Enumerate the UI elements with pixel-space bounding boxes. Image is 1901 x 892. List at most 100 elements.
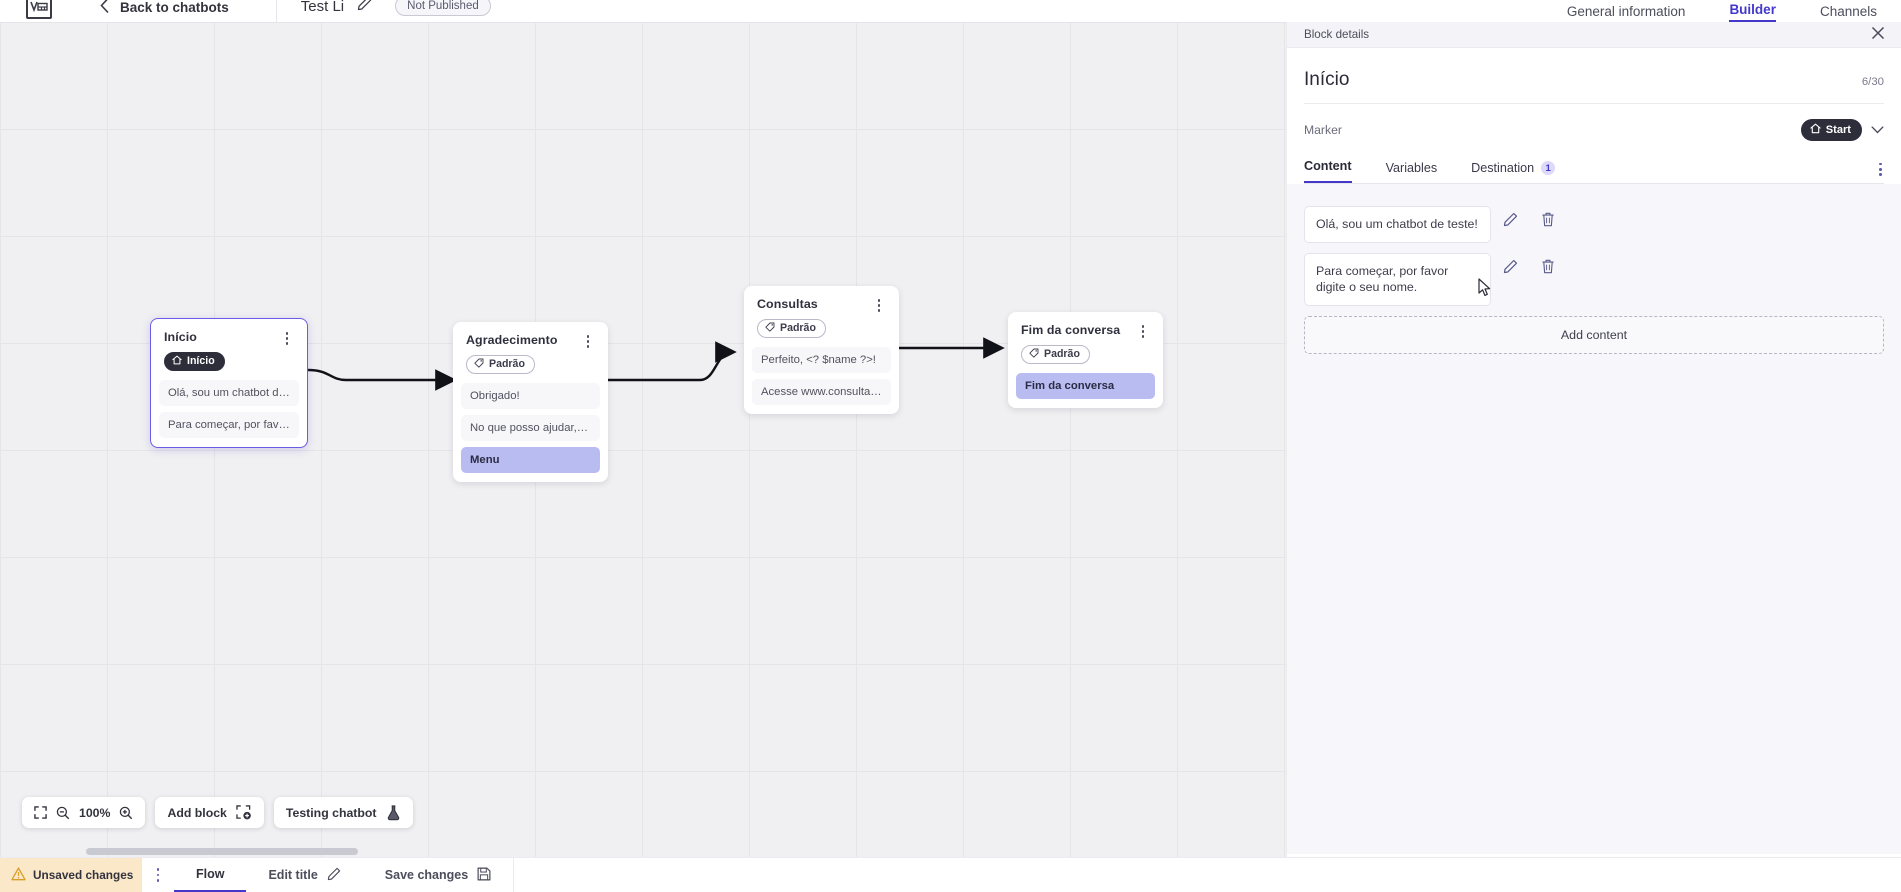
- tag-icon: [474, 358, 484, 371]
- panel-header: Block details: [1287, 22, 1901, 48]
- page-title: Início: [1304, 69, 1350, 90]
- statusbar-save-changes-button[interactable]: Save changes: [363, 858, 513, 892]
- scrollbar-thumb[interactable]: [86, 848, 358, 855]
- tab-channels[interactable]: Channels: [1819, 4, 1877, 19]
- kebab-menu-icon[interactable]: [1879, 162, 1882, 176]
- statusbar-edit-title-button[interactable]: Edit title: [246, 858, 362, 892]
- statusbar-tab-flow[interactable]: Flow: [174, 858, 247, 892]
- node-marker-tag[interactable]: Padrão: [1021, 344, 1090, 364]
- unsaved-changes-indicator: Unsaved changes: [0, 858, 142, 892]
- node-item[interactable]: Fim da conversa: [1016, 372, 1155, 399]
- node-items: Fim da conversa: [1008, 364, 1163, 399]
- top-bar-left: Back to chatbots Test Li Not Published: [0, 0, 491, 22]
- node-items: Perfeito, <? $name ?>! Acesse www.consul…: [744, 338, 899, 405]
- tab-content-label: Content: [1304, 159, 1352, 173]
- canvas-horizontal-scrollbar[interactable]: [0, 848, 1286, 855]
- add-block-label: Add block: [167, 805, 227, 820]
- status-badge: 1: [1541, 161, 1556, 175]
- node-item[interactable]: No que posso ajudar, <? $name ...: [461, 414, 600, 441]
- node-items: Obrigado! No que posso ajudar, <? $name …: [453, 374, 608, 473]
- chevron-left-icon[interactable]: [100, 0, 109, 16]
- node-tag-row: Padrão: [453, 348, 608, 374]
- status-bar: Unsaved changes Flow Edit title Save cha…: [0, 857, 1901, 892]
- flask-icon: [386, 804, 401, 821]
- content-text[interactable]: Olá, sou um chatbot de teste!: [1304, 206, 1491, 243]
- node-item[interactable]: Olá, sou um chatbot de teste!: [159, 379, 299, 406]
- tab-destination[interactable]: Destination 1: [1471, 161, 1556, 183]
- add-block-icon: [236, 805, 252, 820]
- node-marker-tag[interactable]: Padrão: [757, 318, 826, 338]
- node-item[interactable]: Para começar, por favor digite o ...: [159, 411, 299, 438]
- add-content-button[interactable]: Add content: [1304, 315, 1884, 354]
- close-icon[interactable]: [1871, 26, 1885, 43]
- zoom-out-icon[interactable]: [56, 806, 70, 820]
- content-item-row: Para começar, por favor digite o seu nom…: [1304, 252, 1884, 306]
- node-marker-tag[interactable]: Início: [164, 351, 225, 371]
- node-marker-tag[interactable]: Padrão: [466, 354, 535, 374]
- statusbar-edit-title-label: Edit title: [268, 868, 318, 882]
- trash-icon[interactable]: [1529, 259, 1567, 274]
- panel-title-row: Início 6/30: [1304, 48, 1884, 104]
- add-block-button[interactable]: Add block: [155, 797, 264, 828]
- zoom-in-icon[interactable]: [119, 806, 133, 820]
- kebab-menu-icon[interactable]: [280, 330, 294, 345]
- chatbot-title: Test Li: [300, 0, 345, 15]
- panel-tabs: Content Variables Destination 1: [1304, 159, 1884, 184]
- chevron-down-icon[interactable]: [1871, 123, 1884, 137]
- node-tag-row: Padrão: [744, 312, 899, 338]
- tab-variables-label: Variables: [1385, 161, 1438, 175]
- node-title: Início: [164, 330, 197, 344]
- trash-icon[interactable]: [1529, 212, 1567, 227]
- statusbar-divider: [513, 858, 515, 892]
- kebab-menu-icon[interactable]: [142, 858, 174, 892]
- panel-body: Início 6/30 Marker Start: [1287, 48, 1901, 854]
- node-title: Consultas: [757, 297, 818, 311]
- top-bar-tabs: General information Builder Channels: [1567, 0, 1901, 22]
- node-marker-tag-label: Padrão: [1044, 348, 1080, 361]
- content-row-actions: [1491, 206, 1567, 227]
- statusbar-save-changes-label: Save changes: [384, 868, 469, 882]
- kebab-menu-icon[interactable]: [1136, 323, 1150, 338]
- canvas-inner: Início Início Olá, sou um chatbot de tes…: [0, 22, 1286, 857]
- content-text[interactable]: Para começar, por favor digite o seu nom…: [1304, 252, 1491, 306]
- pencil-icon: [327, 867, 341, 884]
- marker-label: Marker: [1304, 123, 1342, 137]
- canvas-toolbar: 100% Add block Testing chatbot: [22, 797, 413, 828]
- kebab-menu-icon[interactable]: [581, 333, 595, 348]
- marker-select[interactable]: Start: [1800, 119, 1884, 141]
- chatbot-logo-icon: [26, 0, 52, 19]
- flow-node-fim-da-conversa[interactable]: Fim da conversa Padrão Fim da conversa: [1008, 312, 1163, 408]
- testing-chatbot-label: Testing chatbot: [285, 805, 377, 820]
- home-icon: [1810, 123, 1821, 137]
- node-header: Consultas: [744, 286, 899, 312]
- node-item[interactable]: Menu: [461, 446, 600, 473]
- mouse-cursor: [1478, 278, 1492, 303]
- tab-builder[interactable]: Builder: [1729, 2, 1776, 22]
- node-marker-tag-label: Padrão: [780, 322, 816, 335]
- flow-canvas[interactable]: Início Início Olá, sou um chatbot de tes…: [0, 22, 1286, 857]
- title-character-count: 6/30: [1861, 76, 1884, 88]
- flow-node-inicio[interactable]: Início Início Olá, sou um chatbot de tes…: [150, 318, 308, 448]
- testing-chatbot-button[interactable]: Testing chatbot: [273, 797, 413, 828]
- fit-screen-icon[interactable]: [34, 806, 47, 819]
- pencil-icon[interactable]: [357, 0, 372, 16]
- node-tag-row: Padrão: [1008, 338, 1163, 364]
- flow-node-consultas[interactable]: Consultas Padrão Perfeito, <? $name ?>! …: [744, 286, 899, 414]
- top-bar: Back to chatbots Test Li Not Published G…: [0, 0, 1901, 22]
- node-item[interactable]: Perfeito, <? $name ?>!: [752, 346, 891, 373]
- flow-node-agradecimento[interactable]: Agradecimento Padrão Obrigado! No que po…: [453, 322, 608, 482]
- marker-value-pill[interactable]: Start: [1800, 119, 1862, 141]
- node-item[interactable]: Obrigado!: [461, 382, 600, 409]
- tab-content[interactable]: Content: [1304, 159, 1352, 183]
- tag-icon: [765, 322, 775, 335]
- save-disk-icon: [477, 867, 491, 884]
- kebab-menu-icon[interactable]: [872, 297, 886, 312]
- pencil-icon[interactable]: [1491, 259, 1529, 274]
- tab-general-information[interactable]: General information: [1566, 4, 1686, 19]
- tag-icon: [1029, 348, 1039, 361]
- tab-variables[interactable]: Variables: [1386, 161, 1438, 183]
- node-item[interactable]: Acesse www.consultas.com par...: [752, 378, 891, 405]
- pencil-icon[interactable]: [1491, 212, 1529, 227]
- back-to-chatbots-link[interactable]: Back to chatbots: [120, 0, 229, 15]
